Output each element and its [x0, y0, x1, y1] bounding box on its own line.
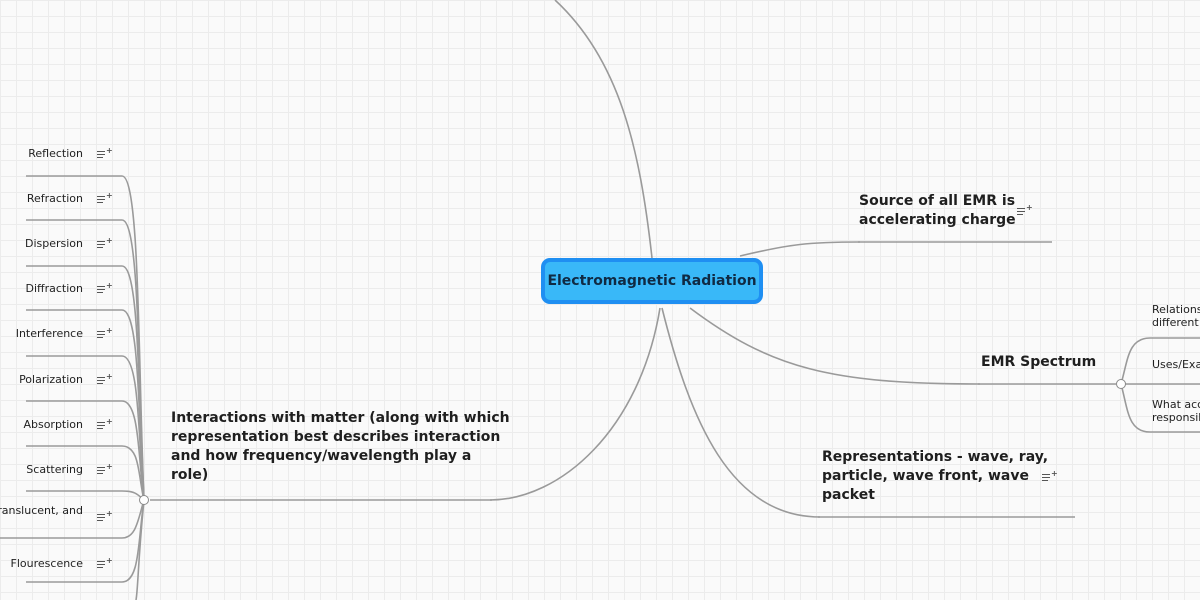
subtopic-dispersion[interactable]: Dispersion — [25, 237, 83, 250]
topic-representations-line1: Representations - wave, ray, — [822, 449, 1049, 465]
subtopic-diffraction[interactable]: Diffraction — [26, 282, 84, 295]
subtopic-label: Interference — [15, 327, 83, 340]
root-label: Electromagnetic Radiation — [547, 273, 757, 289]
subtopic-label: Flourescence — [10, 557, 83, 570]
note-icon[interactable]: + — [97, 463, 113, 476]
topic-interactions-line4: role) — [171, 467, 209, 483]
topic-representations-line3: packet — [822, 487, 875, 503]
connector-spectrum-child-1 — [1120, 337, 1151, 385]
note-icon[interactable]: + — [97, 327, 113, 340]
note-icon[interactable]: + — [1017, 204, 1033, 217]
topic-representations-line2: particle, wave front, wave — [822, 468, 1029, 484]
note-icon[interactable]: + — [1042, 470, 1058, 483]
topic-interactions[interactable]: Interactions with matter (along with whi… — [171, 409, 510, 485]
topic-source-line2: accelerating charge — [859, 212, 1016, 228]
connector-interactions — [489, 307, 661, 501]
note-icon[interactable]: + — [97, 147, 113, 160]
note-icon[interactable]: + — [97, 192, 113, 205]
spectrum-child-uses-line1: Uses/Exar — [1152, 358, 1200, 371]
subtopic-scattering[interactable]: Scattering — [26, 463, 83, 476]
topic-interactions-line3: and how frequency/wavelength play a — [171, 448, 472, 464]
spectrum-child-what-line2: responsibl — [1152, 411, 1200, 424]
note-icon[interactable]: + — [97, 418, 113, 431]
topic-source[interactable]: Source of all EMR is accelerating charge — [859, 192, 1016, 230]
connector-spectrum-child-3 — [1120, 383, 1151, 433]
connectors-left-children — [0, 175, 145, 600]
connector-source — [739, 241, 861, 257]
subtopic-polarization[interactable]: Polarization — [19, 373, 83, 386]
collapse-toggle-icon[interactable] — [1116, 379, 1126, 389]
topic-spectrum[interactable]: EMR Spectrum — [981, 353, 1096, 372]
topic-source-line1: Source of all EMR is — [859, 193, 1016, 209]
note-icon[interactable]: + — [97, 510, 113, 523]
note-icon[interactable]: + — [97, 373, 113, 386]
root-node[interactable]: Electromagnetic Radiation — [541, 258, 763, 304]
spectrum-child-relationship-line1: Relationsh — [1152, 303, 1200, 316]
subtopic-interference[interactable]: Interference — [16, 327, 83, 340]
collapse-toggle-icon[interactable] — [139, 495, 149, 505]
subtopic-flourescence[interactable]: Flourescence — [11, 557, 83, 570]
subtopic-label: Polarization — [19, 373, 83, 386]
subtopic-label: Scattering — [26, 463, 83, 476]
subtopic-label: Reflection — [28, 147, 83, 160]
note-icon[interactable]: + — [97, 237, 113, 250]
connector-representations — [661, 307, 821, 518]
spectrum-child-what[interactable]: What acce responsibl — [1152, 398, 1200, 424]
spectrum-child-what-line1: What acce — [1152, 398, 1200, 411]
connector-top — [554, 0, 653, 259]
subtopic-label: Absorption — [23, 418, 83, 431]
spectrum-child-uses[interactable]: Uses/Exar — [1152, 358, 1200, 371]
subtopic-label: , translucent, and — [0, 504, 83, 517]
subtopic-absorption[interactable]: Absorption — [23, 418, 83, 431]
topic-interactions-line1: Interactions with matter (along with whi… — [171, 410, 510, 426]
note-icon[interactable]: + — [97, 557, 113, 570]
subtopic-label: Diffraction — [25, 282, 84, 295]
spectrum-child-relationship[interactable]: Relationsh different " — [1152, 303, 1200, 329]
subtopic-label: Dispersion — [24, 237, 83, 250]
subtopic-translucent[interactable]: , translucent, and — [0, 504, 83, 517]
topic-representations[interactable]: Representations - wave, ray, particle, w… — [822, 448, 1048, 505]
spectrum-child-relationship-line2: different " — [1152, 316, 1200, 329]
topic-interactions-line2: representation best describes interactio… — [171, 429, 501, 445]
connector-spectrum — [689, 307, 981, 385]
subtopic-label: Refraction — [26, 192, 83, 205]
subtopic-reflection[interactable]: Reflection — [28, 147, 83, 160]
topic-spectrum-label: EMR Spectrum — [981, 354, 1097, 370]
subtopic-refraction[interactable]: Refraction — [27, 192, 83, 205]
note-icon[interactable]: + — [97, 282, 113, 295]
